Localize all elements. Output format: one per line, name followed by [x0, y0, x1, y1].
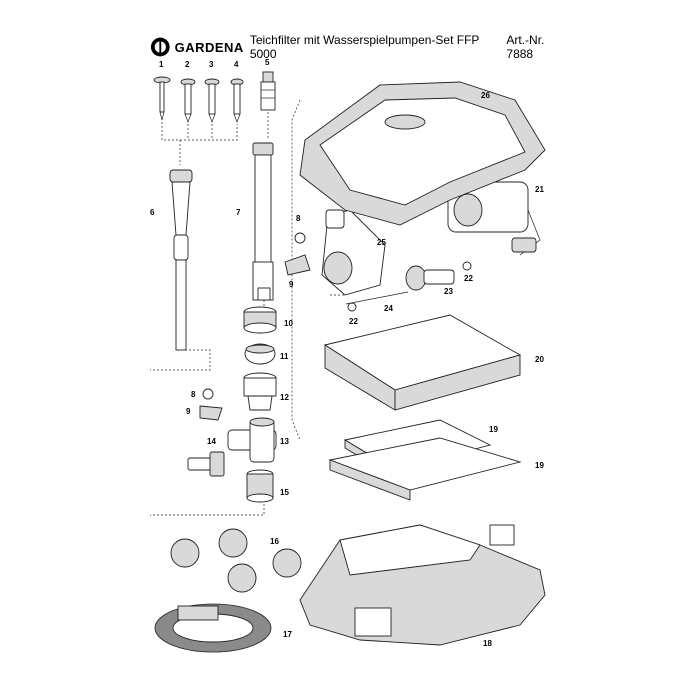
label-part-1: 1: [159, 60, 164, 69]
screw-22-left: [347, 302, 357, 312]
label-part-22-right: 22: [464, 274, 473, 283]
label-part-5: 5: [265, 58, 270, 67]
label-part-6: 6: [150, 208, 155, 217]
label-part-26: 26: [481, 91, 490, 100]
label-part-14: 14: [207, 437, 216, 446]
gardena-logo-icon: [150, 37, 170, 57]
nozzle-5: [260, 71, 276, 111]
screw-22-right: [462, 261, 472, 271]
filter-cover-26: [299, 81, 546, 226]
label-part-17: 17: [283, 630, 292, 639]
nozzle-3: [204, 78, 220, 123]
nut-10: [243, 306, 277, 334]
elbow-9-upper: [284, 254, 311, 276]
label-part-23: 23: [444, 287, 453, 296]
article-number: Art.-Nr. 7888: [506, 33, 545, 61]
impeller-23: [405, 265, 455, 291]
label-part-11: 11: [280, 352, 289, 361]
o-ring-8-upper: [294, 232, 306, 244]
label-part-20: 20: [535, 355, 544, 364]
label-part-12: 12: [280, 393, 289, 402]
label-part-16: 16: [270, 537, 279, 546]
foam-block-20: [323, 314, 522, 411]
label-part-21: 21: [535, 185, 544, 194]
label-part-9-upper: 9: [289, 280, 294, 289]
filter-brushes-16: [170, 528, 302, 593]
label-part-3: 3: [209, 60, 214, 69]
label-part-2: 2: [185, 60, 190, 69]
elbow-9-lower: [199, 405, 223, 421]
diagram-title: Teichfilter mit Wasserspielpumpen-Set FF…: [249, 33, 480, 61]
label-part-18: 18: [483, 639, 492, 648]
assembly-line-nozzles: [161, 122, 238, 165]
label-part-19-lower: 19: [535, 461, 544, 470]
foam-frame-19-lower: [328, 437, 522, 501]
label-part-13: 13: [280, 437, 289, 446]
coupling-12: [243, 372, 277, 411]
label-part-9-lower: 9: [186, 407, 191, 416]
shaft-24: [345, 291, 409, 305]
nozzle-2: [180, 78, 196, 123]
pipe-extension-6: [169, 169, 193, 351]
label-part-4: 4: [234, 60, 239, 69]
label-part-25: 25: [377, 238, 386, 247]
hose-coil-17: [154, 603, 272, 653]
hose-connector-14: [187, 451, 225, 477]
ball-joint-11: [244, 343, 276, 365]
assembly-line-right: [291, 99, 345, 441]
nut-15: [246, 469, 274, 503]
o-ring-8-lower: [202, 388, 214, 400]
pump-housing-25: [321, 209, 386, 296]
label-part-15: 15: [280, 488, 289, 497]
assembly-line-left: [150, 349, 211, 371]
label-part-22-left: 22: [349, 317, 358, 326]
label-part-7: 7: [236, 208, 241, 217]
label-part-8-lower: 8: [191, 390, 196, 399]
label-part-19-upper: 19: [489, 425, 498, 434]
riser-tube-7: [252, 142, 274, 301]
nozzle-4: [230, 78, 244, 123]
label-part-10: 10: [284, 319, 293, 328]
transformer-21: [447, 181, 541, 256]
header: GARDENA Teichfilter mit Wasserspielpumpe…: [150, 33, 570, 61]
brand-name: GARDENA: [174, 39, 244, 55]
tee-distributor-13: [227, 417, 277, 463]
nozzle-1: [153, 76, 171, 121]
label-part-24: 24: [384, 304, 393, 313]
label-part-8-upper: 8: [296, 214, 301, 223]
filter-housing-18: [299, 524, 546, 646]
